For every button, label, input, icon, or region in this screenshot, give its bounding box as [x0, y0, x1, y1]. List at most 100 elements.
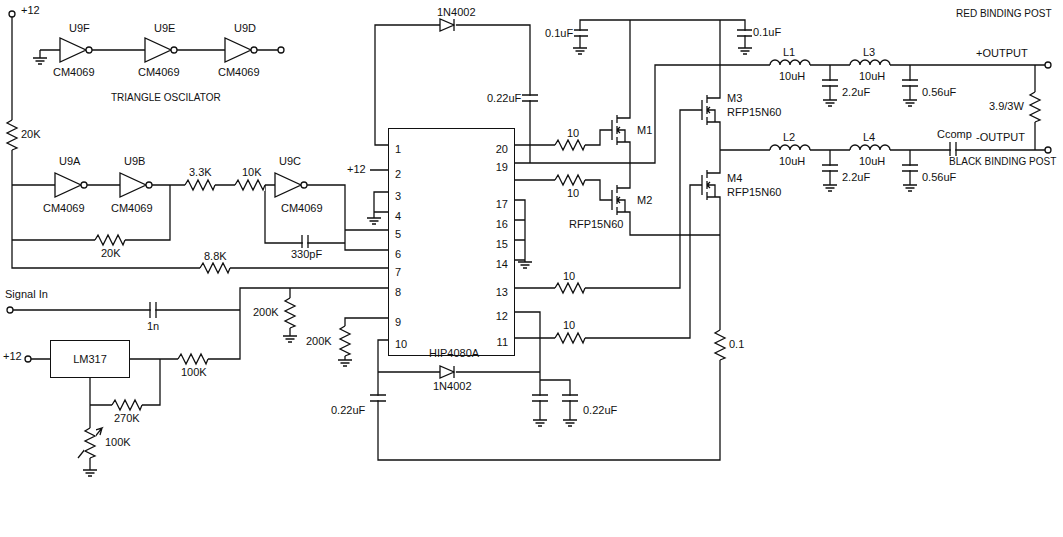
label-holder: M2	[636, 194, 653, 206]
terminal-dot	[9, 11, 15, 17]
text-holder: 10	[395, 334, 407, 352]
ground-symbol	[563, 420, 577, 426]
capacitor-symbol	[531, 395, 549, 401]
component-label: 0.1uF	[544, 27, 574, 39]
component-label: CM4069	[137, 66, 181, 78]
wire	[12, 17, 388, 268]
text-holder: 12	[496, 306, 508, 324]
inverter-symbol	[225, 38, 257, 62]
capacitors	[150, 30, 956, 401]
label-holder: M4	[726, 172, 743, 184]
text-holder: 8	[395, 282, 401, 300]
component-label: 270K	[113, 412, 141, 424]
text-holder: 19	[496, 157, 508, 175]
component-label: +12	[346, 163, 367, 175]
pin-number: 11	[497, 336, 508, 348]
component-label: RFP15N60	[726, 106, 782, 118]
inverter-symbol	[120, 173, 152, 197]
part-name: HIP4080A	[429, 347, 479, 359]
inductor-symbol	[850, 60, 890, 67]
label-holder: 100K	[104, 436, 132, 448]
pin-number: 2	[395, 168, 401, 180]
resistor-symbol	[112, 399, 142, 411]
pin-number: 9	[395, 316, 401, 328]
text-holder: 14	[496, 254, 508, 272]
pin-number: 13	[496, 286, 508, 298]
inductor-symbol	[770, 60, 810, 67]
wire	[830, 65, 1035, 185]
label-holder: CM4069	[280, 202, 324, 214]
component-label: CM4069	[42, 202, 86, 214]
wire	[87, 185, 388, 250]
label-holder: U9C	[278, 155, 302, 167]
component-label: U9A	[58, 155, 81, 167]
label-holder: 10uH	[778, 155, 806, 167]
resistor-symbol	[555, 174, 585, 186]
resistor-symbol	[235, 179, 265, 191]
label-holder: 3.9/3W	[988, 100, 1025, 112]
label-holder: 270K	[113, 412, 141, 424]
component-label: CM4069	[110, 202, 154, 214]
component-label: L4	[862, 131, 876, 143]
terminal-dot	[278, 47, 284, 53]
text-holder: 13	[496, 282, 508, 300]
label-holder: 10uH	[858, 155, 886, 167]
label-holder: +12	[20, 4, 41, 16]
wire	[240, 288, 388, 360]
ground-symbol	[518, 262, 532, 268]
resistor-symbol	[1029, 92, 1041, 122]
component-label: 10uH	[858, 155, 886, 167]
inverter-symbol	[60, 38, 92, 62]
wire	[515, 130, 612, 200]
capacitor-symbol	[901, 165, 919, 171]
ground-symbol	[903, 100, 917, 106]
label-holder: 200K	[305, 335, 333, 347]
component-label: Signal In	[4, 288, 49, 300]
inverter-symbol	[145, 38, 177, 62]
component-label: 0.1uF	[752, 26, 782, 38]
component-label: 8.8K	[203, 250, 228, 262]
label-holder: 0.22uF	[486, 92, 522, 104]
component-label: M1	[636, 124, 653, 136]
ground-symbol	[573, 48, 587, 54]
component-label: 1N4002	[436, 6, 477, 18]
capacitor-symbol	[901, 80, 919, 86]
ground-symbol	[367, 218, 381, 224]
component-label: 10uH	[778, 70, 806, 82]
diodes	[440, 19, 456, 378]
component-label: L2	[782, 131, 796, 143]
text-holder: 2	[395, 164, 401, 182]
grounds	[33, 48, 917, 476]
component-label: +12	[20, 4, 41, 16]
mosfet-symbol	[702, 95, 715, 125]
component-label: L3	[862, 46, 876, 58]
label-holder: Signal In	[4, 288, 49, 300]
pin-number: 17	[496, 198, 508, 210]
component-label: U9F	[68, 22, 91, 34]
inductor-symbol	[770, 145, 810, 152]
component-label: 10K	[241, 166, 263, 178]
terminal-dot	[7, 307, 13, 313]
wires	[12, 17, 1045, 470]
component-label: 10	[562, 270, 576, 282]
label-holder: TRIANGLE OSCILATOR	[110, 92, 222, 103]
resistor-symbol	[284, 298, 296, 328]
label-holder: L3	[862, 46, 876, 58]
component-label: M2	[636, 194, 653, 206]
part-name: LM317	[73, 353, 107, 365]
component-label: 3.3K	[188, 166, 213, 178]
component-label: 2.2uF	[841, 86, 871, 98]
wire	[375, 25, 530, 163]
potentiometer-wiper	[78, 428, 102, 458]
resistor-symbol	[6, 120, 18, 150]
component-label: TRIANGLE OSCILATOR	[110, 92, 222, 103]
text-holder: 15	[496, 234, 508, 252]
wire	[515, 65, 1045, 163]
pin-number: 20	[496, 143, 508, 155]
wire	[370, 170, 388, 218]
component-label: 0.56uF	[921, 86, 957, 98]
inverter-symbol	[275, 173, 307, 197]
component-label: 330pF	[290, 248, 323, 260]
resistor-symbol	[714, 330, 726, 360]
